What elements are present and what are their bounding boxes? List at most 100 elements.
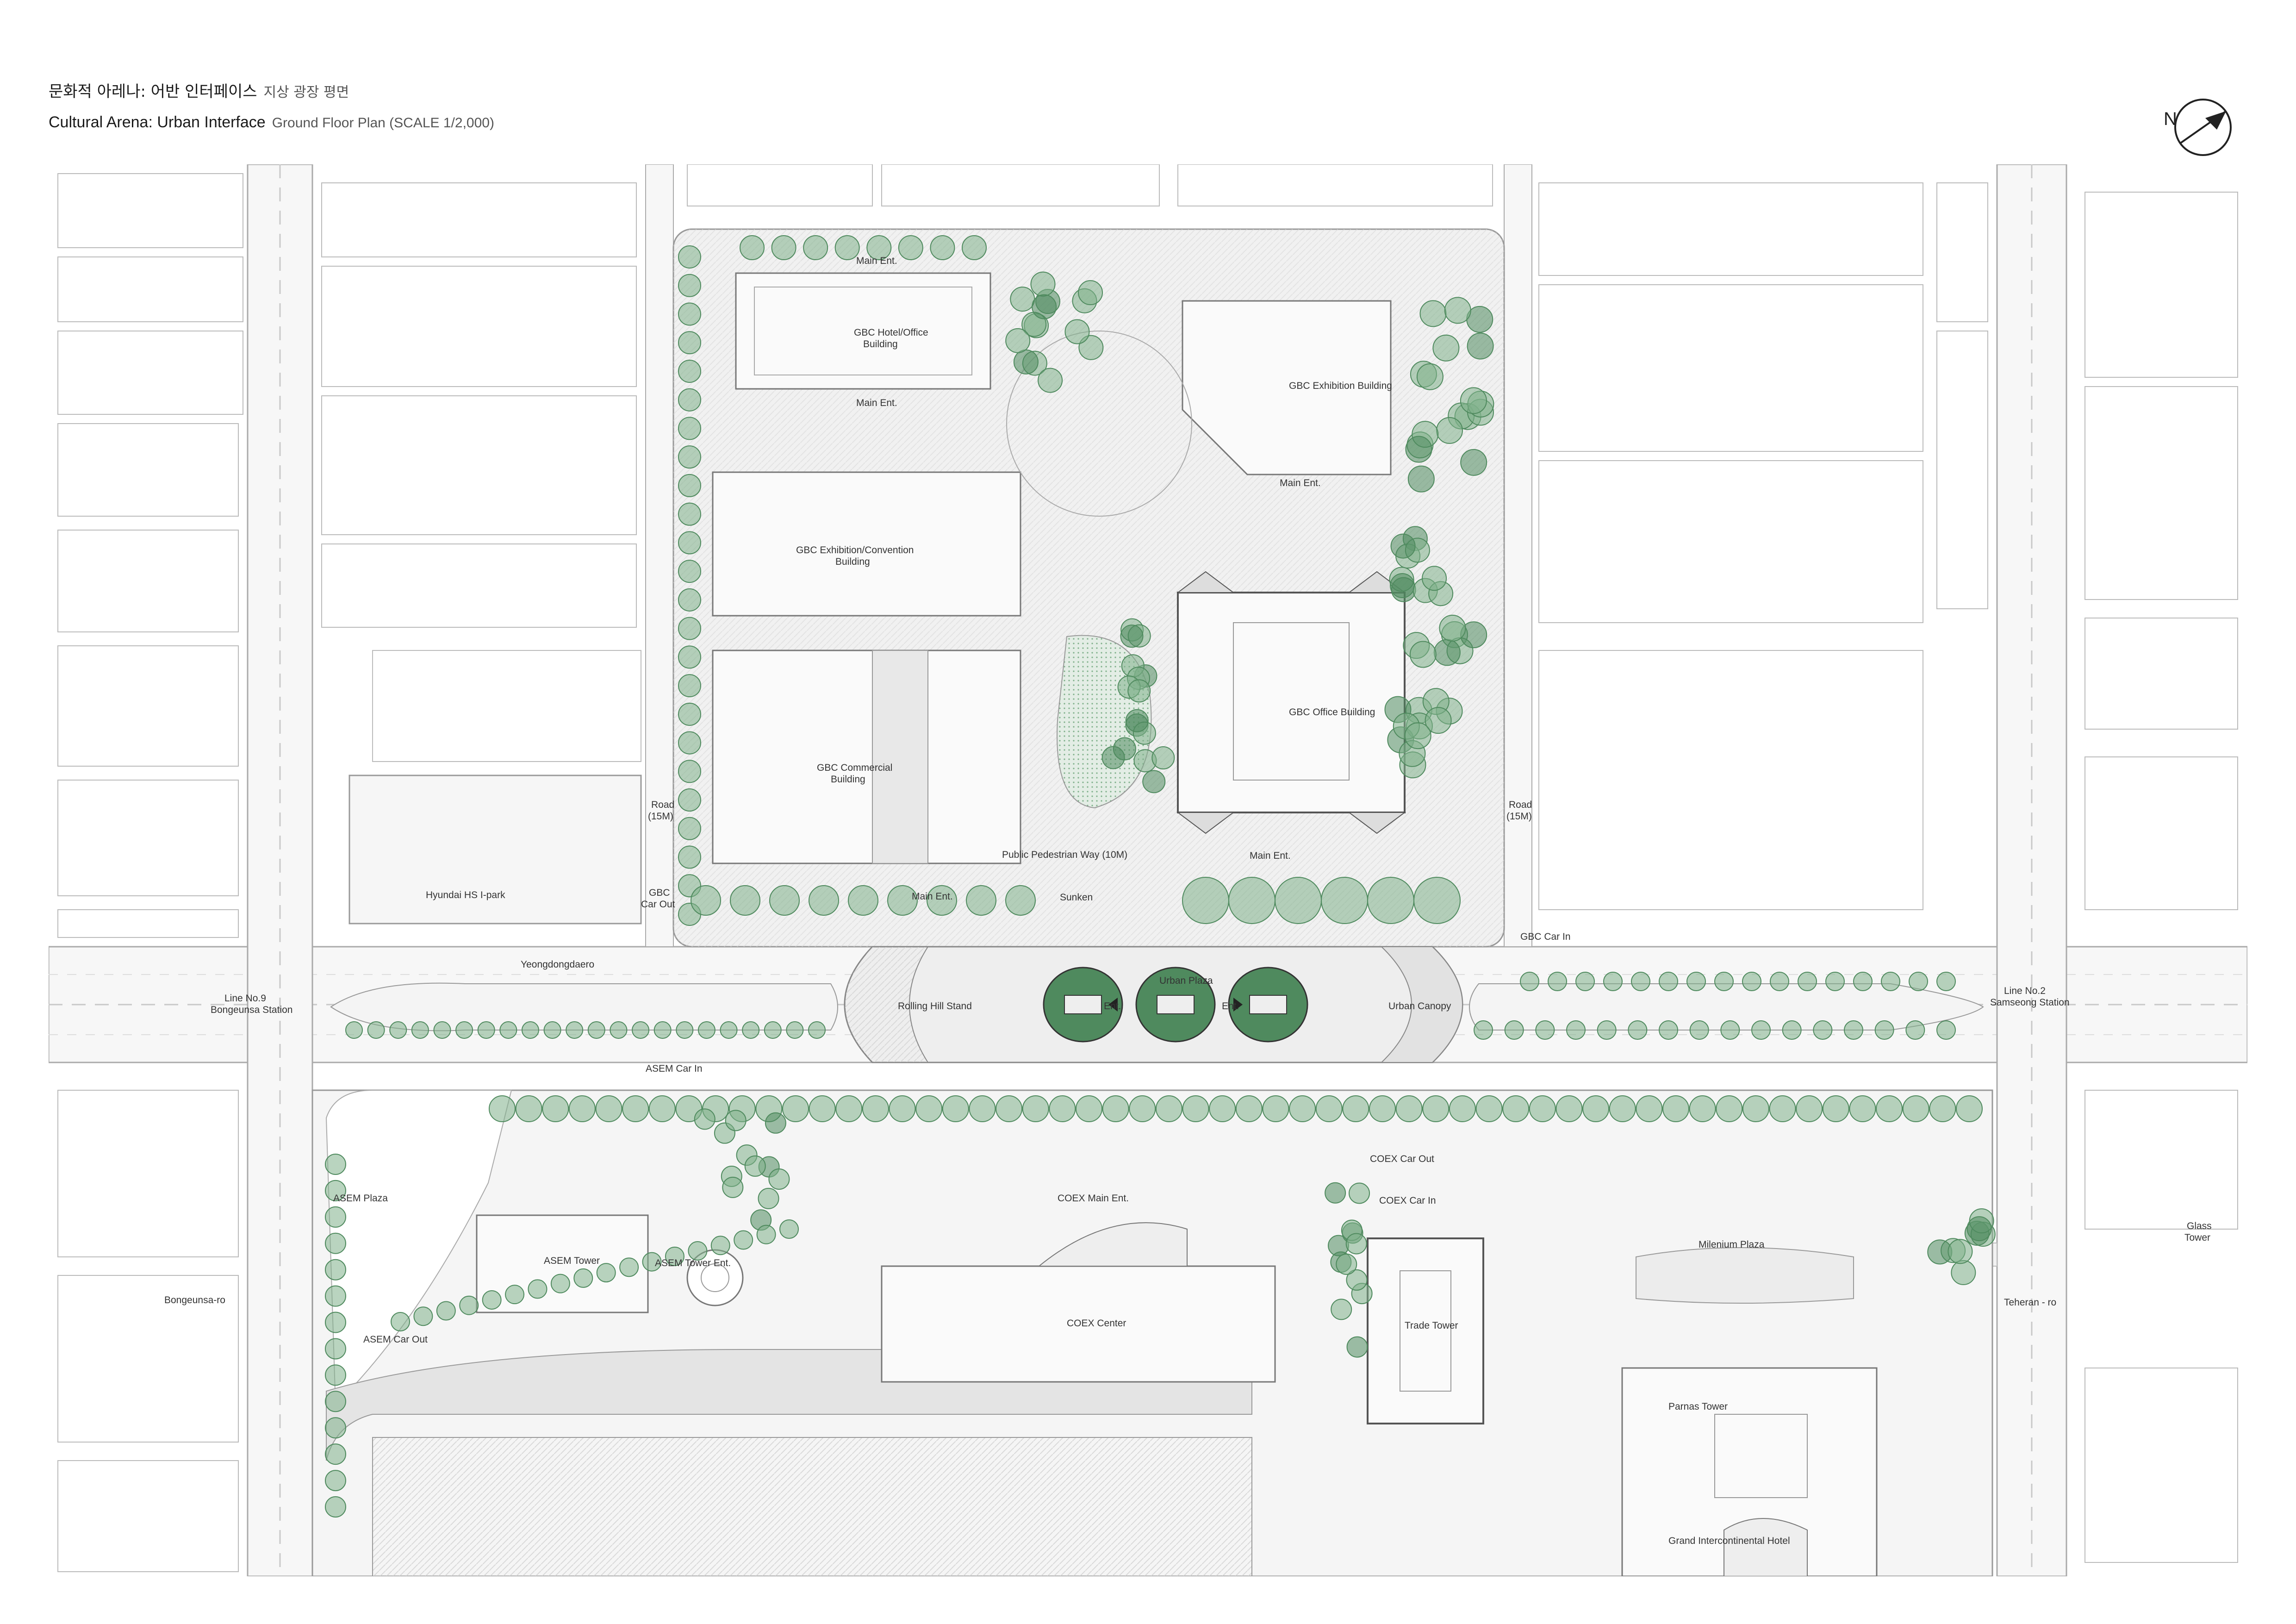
label-grand-intercontinental: Grand Intercontinental Hotel: [1668, 1536, 1790, 1546]
tree-icon: [768, 1168, 790, 1190]
tree-icon: [1078, 280, 1103, 306]
coex-area: [311, 1089, 1993, 1576]
tree-icon: [1422, 566, 1447, 591]
tree-icon: [1659, 972, 1678, 991]
tree-icon: [809, 1095, 836, 1122]
city-block: [57, 645, 239, 767]
tree-icon: [678, 617, 701, 640]
tree-icon: [1407, 465, 1435, 493]
city-block: [2084, 756, 2238, 910]
tree-icon: [1367, 877, 1414, 924]
tree-icon: [734, 1230, 753, 1250]
tree-icon: [1182, 877, 1229, 924]
tree-icon: [678, 560, 701, 583]
tree-icon: [566, 1021, 584, 1039]
label-ent-east: Ent.: [1222, 1001, 1239, 1012]
label-coex-car-in: COEX Car In: [1379, 1195, 1436, 1206]
tree-icon: [1405, 436, 1432, 463]
tree-icon: [521, 1021, 539, 1039]
tree-icon: [1413, 877, 1461, 924]
tree-icon: [1876, 1095, 1903, 1122]
city-block: [57, 173, 243, 248]
city-block: [321, 395, 637, 535]
tree-icon: [1825, 972, 1845, 991]
tree-icon: [325, 1443, 346, 1465]
city-block: [57, 1460, 239, 1572]
label-ent-west: Ent.: [1104, 1001, 1121, 1012]
tree-icon: [1078, 335, 1104, 360]
tree-icon: [678, 731, 701, 755]
tree-icon: [610, 1021, 628, 1039]
tree-icon: [765, 1112, 786, 1134]
tree-icon: [1769, 1095, 1796, 1122]
tree-icon: [1770, 972, 1789, 991]
tree-icon: [325, 1232, 346, 1254]
tree-icon: [325, 1338, 346, 1360]
tree-icon: [1798, 972, 1817, 991]
tree-icon: [489, 1095, 516, 1122]
tree-icon: [1467, 332, 1494, 360]
tree-icon: [1390, 533, 1416, 559]
label-asem-plaza: ASEM Plaza: [333, 1193, 388, 1204]
label-office-main-ent: Main Ent.: [1250, 850, 1291, 861]
tree-icon: [996, 1095, 1023, 1122]
tree-icon: [1325, 1182, 1346, 1204]
tree-icon: [595, 1095, 622, 1122]
label-gbc-hotel-office: GBC Hotel/Office: [854, 327, 928, 338]
tree-icon: [1127, 679, 1151, 703]
label-gbc-car-out: GBC: [649, 887, 670, 898]
label-sunken: Sunken: [1060, 892, 1093, 903]
subtitle-en: Ground Floor Plan (SCALE 1/2,000): [272, 115, 494, 131]
tree-icon: [1342, 1095, 1369, 1122]
tree-icon: [1936, 1020, 1956, 1040]
tree-icon: [769, 885, 800, 916]
tree-icon: [688, 1241, 708, 1261]
tree-icon: [1120, 625, 1144, 648]
label-road-15m-east-2: (15M): [1506, 811, 1532, 822]
tree-icon: [1520, 972, 1539, 991]
city-block: [2084, 192, 2238, 378]
tree-icon: [550, 1274, 570, 1293]
tree-icon: [710, 1236, 730, 1255]
label-glass-tower-2: Tower: [2184, 1232, 2210, 1243]
tree-icon: [1013, 349, 1039, 375]
tree-icon: [325, 1391, 346, 1412]
tree-icon: [697, 1021, 716, 1039]
title-ko-main: 문화적 아레나: 어반 인터페이스: [49, 82, 257, 101]
tree-icon: [1346, 1269, 1368, 1291]
tree-icon: [1936, 972, 1956, 991]
tree-icon: [1289, 1095, 1316, 1122]
tree-icon: [619, 1257, 639, 1277]
tree-icon: [1005, 328, 1031, 353]
tree-icon: [1155, 1095, 1182, 1122]
tree-icon: [1416, 363, 1444, 390]
label-line2: Line No.2: [2004, 986, 2046, 996]
tree-icon: [1228, 877, 1276, 924]
label-gbc-exhibition-building: GBC Exhibition Building: [1289, 381, 1392, 391]
label-gbc-exhibition-main-ent: Main Ent.: [1280, 478, 1321, 488]
city-block: [57, 909, 239, 938]
tree-icon: [1909, 972, 1928, 991]
tree-icon: [691, 885, 721, 916]
tree-icon: [325, 1285, 346, 1307]
tree-icon: [413, 1306, 433, 1326]
tree-icon: [1262, 1095, 1289, 1122]
tree-icon: [1575, 972, 1595, 991]
tree-icon: [1129, 1095, 1156, 1122]
tree-icon: [866, 235, 892, 260]
label-line2-2: Samseong Station: [1990, 997, 2070, 1008]
tree-icon: [1422, 1095, 1450, 1122]
city-block: [321, 543, 637, 628]
label-coex-main-ent: COEX Main Ent.: [1058, 1193, 1129, 1204]
tree-icon: [1409, 641, 1437, 668]
tree-icon: [803, 235, 828, 260]
label-trade-tower: Trade Tower: [1405, 1320, 1458, 1331]
tree-icon: [391, 1312, 410, 1331]
label-road-15m-east: Road: [1509, 800, 1532, 810]
label-gbc-commercial: GBC Commercial: [817, 762, 892, 773]
tree-icon: [477, 1021, 495, 1039]
tree-icon: [725, 1110, 747, 1131]
tree-icon: [1444, 297, 1471, 324]
